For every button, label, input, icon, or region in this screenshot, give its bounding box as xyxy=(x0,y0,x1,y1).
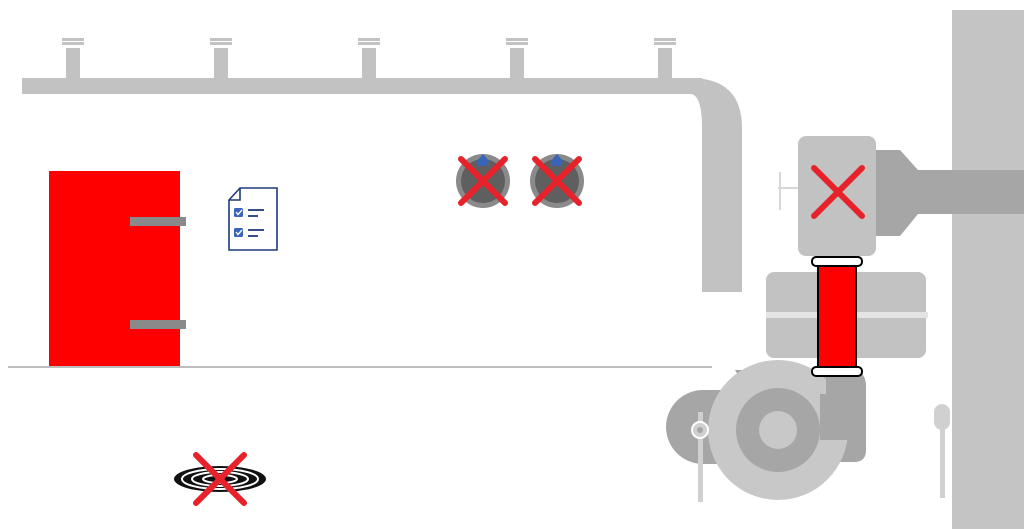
pressure-gauge-icon[interactable] xyxy=(530,154,584,208)
right-wall xyxy=(952,10,1024,529)
overhead-pipe xyxy=(22,78,742,292)
sprinkler-head-icon xyxy=(506,38,528,78)
door-handle-top xyxy=(130,217,186,226)
checklist-icon[interactable] xyxy=(228,187,278,251)
door-handle-bottom xyxy=(130,320,186,329)
marked-x-icon xyxy=(532,156,582,206)
sprinkler-heads xyxy=(62,38,676,78)
pump-icon[interactable] xyxy=(666,360,866,500)
floor-drain-icon[interactable] xyxy=(174,452,266,506)
valve-actuator-icon[interactable] xyxy=(778,136,876,256)
support-post-right xyxy=(934,404,950,498)
pressure-gauge-icon[interactable] xyxy=(456,154,510,208)
sprinkler-head-icon xyxy=(358,38,380,78)
sprinkler-head-icon xyxy=(654,38,676,78)
sprinkler-head-icon xyxy=(62,38,84,78)
flexible-connector-icon[interactable] xyxy=(811,256,863,377)
marked-x-icon xyxy=(811,165,865,219)
support-post-left xyxy=(691,412,709,502)
marked-x-icon xyxy=(193,452,247,506)
wall-pipe xyxy=(870,150,1024,236)
door[interactable] xyxy=(49,171,186,366)
marked-x-icon xyxy=(458,156,508,206)
sprinkler-head-icon xyxy=(210,38,232,78)
